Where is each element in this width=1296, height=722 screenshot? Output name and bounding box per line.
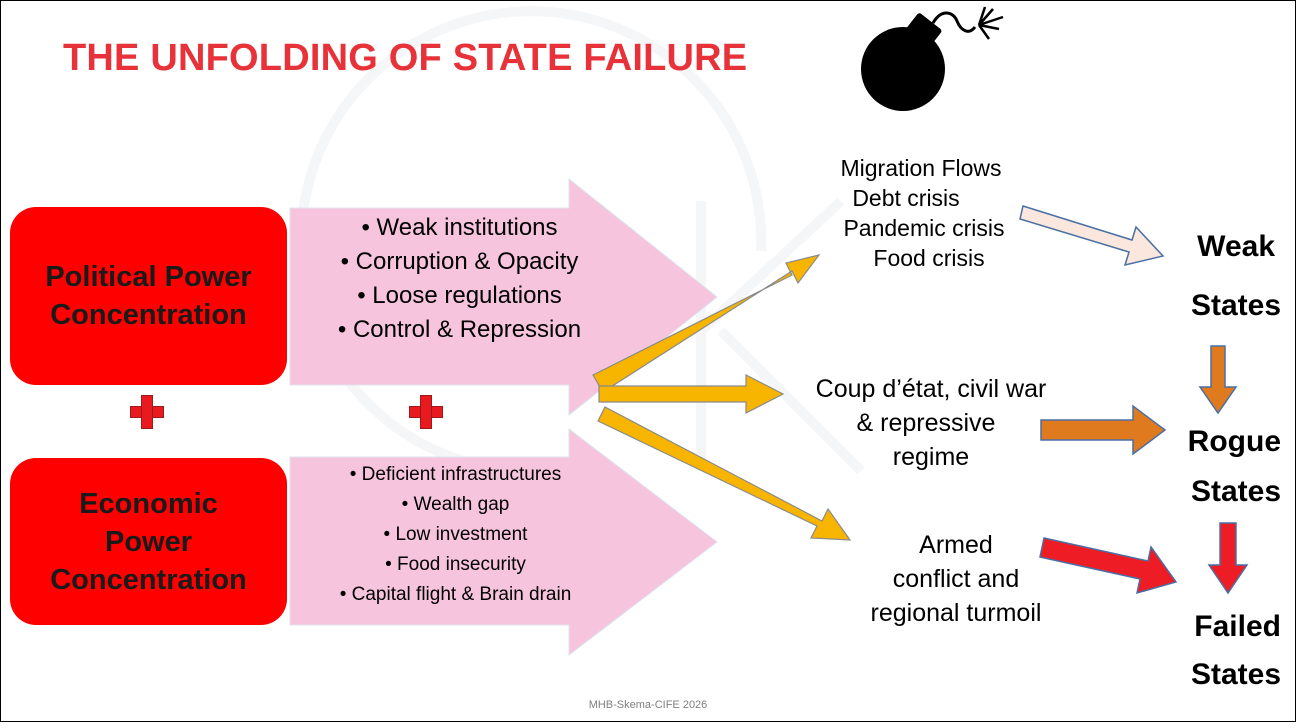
- weak-line-1: Weak: [1197, 230, 1275, 263]
- rogue-line-1: Rogue: [1187, 425, 1281, 458]
- political-factors-list: • Weak institutions • Corruption & Opaci…: [297, 211, 622, 347]
- armed-outcome: Armed conflict and regional turmoil: [821, 528, 1091, 630]
- weak-line-2: States: [1190, 289, 1281, 322]
- weak-states-label: Weak States: [1191, 227, 1281, 326]
- list-item: • Weak institutions: [361, 214, 558, 241]
- economic-power-box: Economic Power Concentration: [10, 458, 287, 625]
- armed-line: conflict and: [892, 565, 1020, 593]
- coup-outcome: Coup d’état, civil war & repressive regi…: [781, 372, 1081, 474]
- list-item: • Low investment: [383, 524, 528, 545]
- plus-icon: [409, 395, 443, 429]
- list-item: • Wealth gap: [401, 494, 510, 515]
- economic-line-3: Concentration: [50, 563, 247, 596]
- economic-factors-arrow: [289, 427, 718, 657]
- economic-line-1: Economic: [79, 487, 218, 520]
- political-power-box: Political Power Concentration: [10, 207, 287, 385]
- list-item: • Food insecurity: [385, 554, 526, 575]
- footer-credit: MHB-Skema-CIFE 2026: [588, 699, 708, 711]
- arrow-rogue-to-failed: [1207, 522, 1249, 595]
- rogue-states-label: Rogue States: [1188, 422, 1281, 512]
- list-item: • Deficient infrastructures: [349, 464, 562, 485]
- list-item: • Corruption & Opacity: [340, 248, 579, 275]
- rogue-line-2: States: [1190, 475, 1281, 508]
- arrow-to-armed: [597, 406, 852, 541]
- arrow-to-coup: [598, 374, 785, 414]
- arrow-to-failed-states: [1039, 537, 1178, 595]
- armed-line: Armed: [919, 531, 993, 559]
- arrow-to-weak-states: [1019, 205, 1165, 267]
- bomb-icon: [861, 6, 1004, 111]
- economic-line-2: Power: [104, 525, 193, 558]
- crisis-item: Food crisis: [873, 245, 985, 271]
- coup-line: regime: [892, 443, 970, 471]
- list-item: • Capital flight & Brain drain: [339, 584, 572, 605]
- plus-icon: [130, 395, 164, 429]
- arrow-to-rogue-states: [1040, 404, 1167, 456]
- economic-factors-list: • Deficient infrastructures • Wealth gap…: [293, 460, 618, 610]
- crisis-outcomes: Migration Flows Debt crisis Pandemic cri…: [801, 153, 1041, 273]
- crisis-item: Debt crisis: [852, 185, 960, 211]
- failed-line-1: Failed: [1194, 610, 1281, 643]
- political-line-2: Concentration: [50, 299, 247, 331]
- political-line-1: Political Power: [45, 261, 252, 293]
- slide-title: THE UNFOLDING OF STATE FAILURE: [63, 37, 748, 79]
- coup-line: Coup d’état, civil war: [815, 375, 1047, 403]
- list-item: • Control & Repression: [337, 316, 582, 343]
- failed-states-label: Failed States: [1191, 607, 1281, 695]
- arrow-weak-to-rogue: [1198, 345, 1238, 415]
- coup-line: & repressive: [856, 409, 996, 437]
- armed-line: regional turmoil: [870, 599, 1042, 627]
- list-item: • Loose regulations: [357, 282, 562, 309]
- arrow-to-crisis: [592, 254, 821, 393]
- crisis-item: Migration Flows: [840, 155, 1002, 181]
- crisis-item: Pandemic crisis: [843, 215, 1005, 241]
- failed-line-2: States: [1190, 658, 1281, 691]
